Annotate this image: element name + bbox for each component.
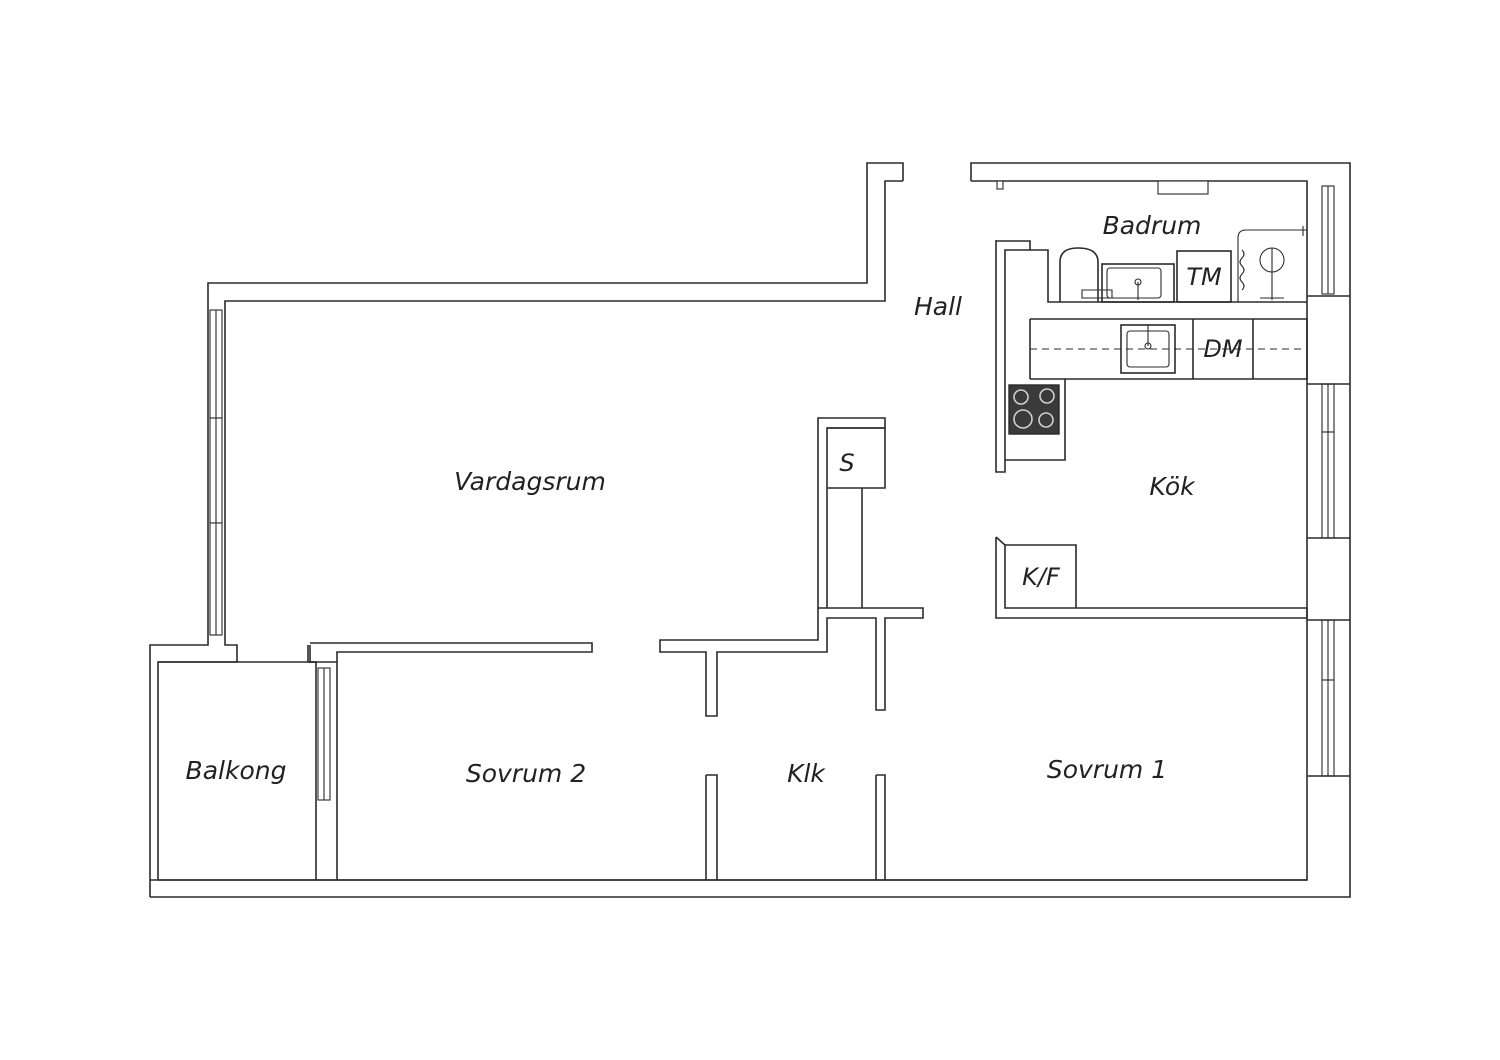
kitchen-fixtures [1008,324,1307,435]
fixture-label-kf: K/F [1022,563,1061,591]
room-labels: Badrum Hall Vardagsrum Kök Balkong Sovru… [186,211,1202,788]
fixture-label-tm: TM [1186,263,1222,291]
fixture-labels: TM DM S K/F [839,263,1243,591]
room-label-sovrum-2: Sovrum 2 [466,759,586,788]
room-label-hall: Hall [914,292,962,321]
windows [209,180,1335,801]
vent-box [1157,180,1209,195]
interior-walls [158,240,1350,880]
room-label-balkong: Balkong [186,756,287,785]
room-label-badrum: Badrum [1103,211,1202,240]
room-label-kok: Kök [1149,472,1196,501]
sink-counter [1101,263,1175,303]
bathroom-fixtures [1059,226,1307,303]
washing-machine-box [1176,250,1232,303]
toilet-icon [1059,247,1099,302]
fixture-label-s: S [839,449,854,477]
fixture-label-dm: DM [1203,335,1242,363]
shower-icon [1237,229,1307,302]
room-label-sovrum-1: Sovrum 1 [1047,755,1167,784]
room-label-klk: Klk [787,759,826,788]
room-label-vardagsrum: Vardagsrum [454,467,606,496]
